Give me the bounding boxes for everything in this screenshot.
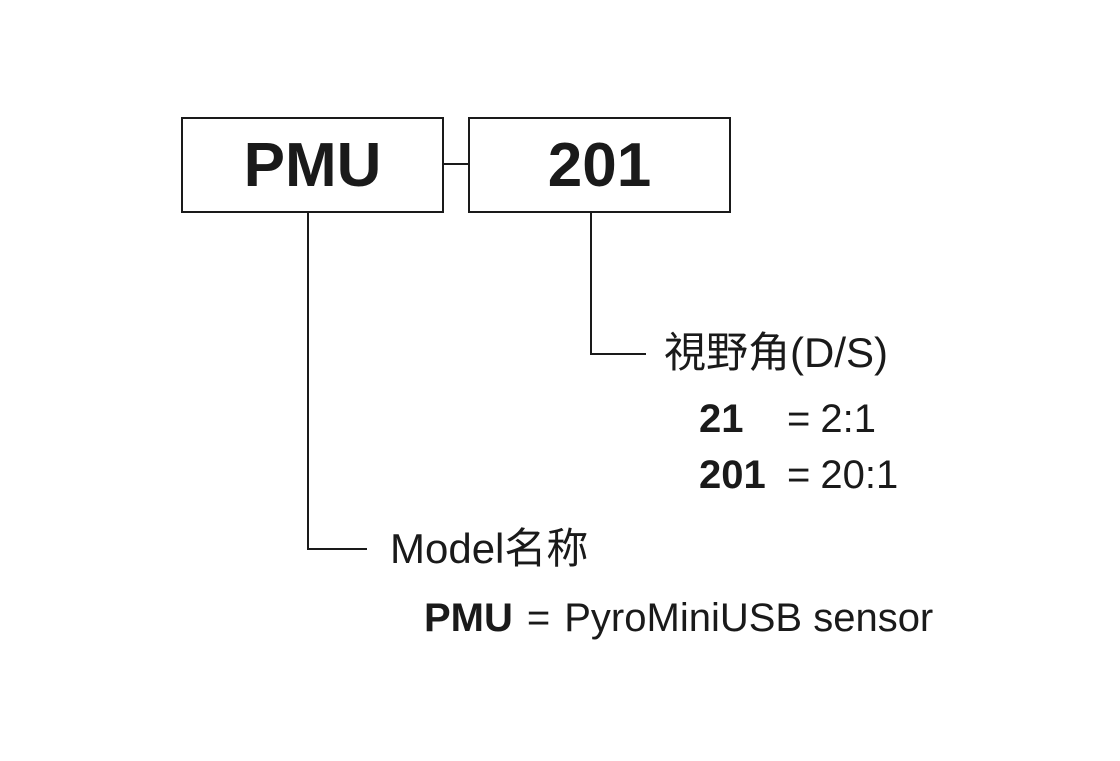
model-option-row: PMU = PyroMiniUSB sensor [424,598,933,638]
fov-option-row: 21 =2:1 [699,399,876,439]
box-connector-line [444,163,468,165]
fov-code-box: 201 [468,117,731,213]
model-option-code: PMU [424,596,513,640]
model-leader-horizontal [307,548,367,550]
equals-sign: = [526,596,551,640]
fov-leader-vertical [590,213,592,355]
fov-heading: 視野角(D/S) [664,329,888,376]
equals-sign: = [787,453,811,497]
fov-option-code: 21 [699,397,744,441]
fov-option-value: 20:1 [820,453,899,497]
model-heading: Model名称 [390,525,589,572]
fov-option-code: 201 [699,453,766,497]
model-code-text: PMU [243,130,382,200]
model-code-box: PMU [181,117,444,213]
fov-option-value: 2:1 [820,397,876,441]
fov-option-row: 201 =20:1 [699,455,898,495]
model-leader-vertical [307,213,309,550]
model-option-value: PyroMiniUSB sensor [564,596,934,640]
fov-code-text: 201 [547,130,652,200]
equals-sign: = [787,397,811,441]
fov-leader-horizontal [590,353,646,355]
